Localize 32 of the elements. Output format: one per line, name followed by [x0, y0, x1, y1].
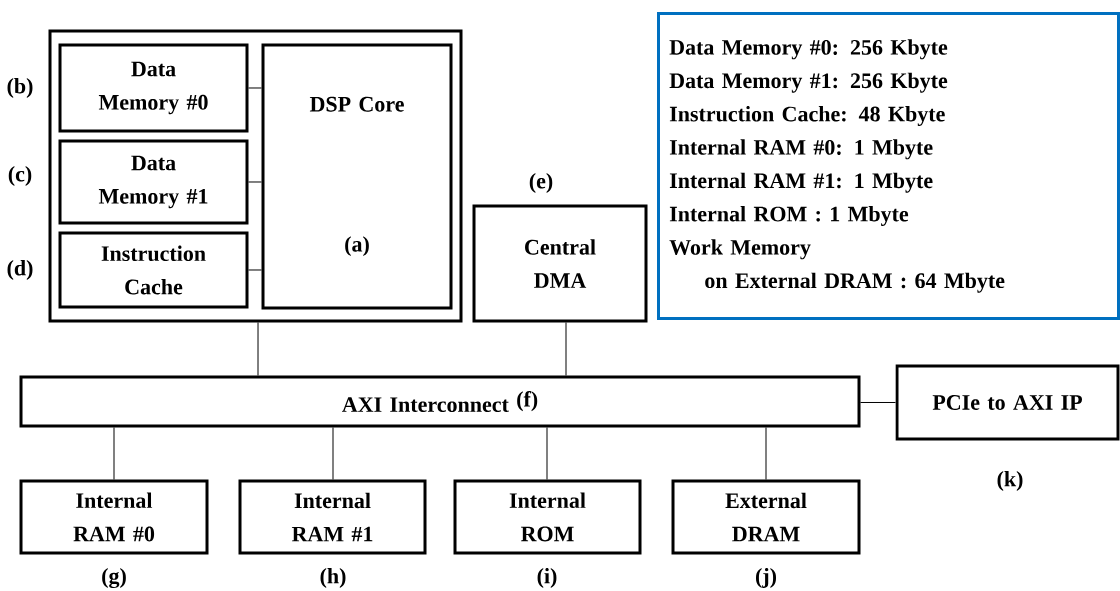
connector-line: [765, 427, 767, 480]
info-box: Data Memory #0: 256 Kbyte Data Memory #1: 256 Kbyte Instruction Cache: 48 Kbyte Internal RAM #0: 1 Mbyte Internal RAM #1: 1 Mbyte Internal ROM : 1 Mbyte Work Memory on External DRAM : 64 Mbyte: [657, 12, 1120, 320]
memory-box: Internal RAM #1: [238, 479, 427, 555]
connector-line: [565, 322, 567, 376]
connector-line: [113, 427, 115, 480]
cache-box: Instruction Cache: [58, 231, 249, 309]
connector-line: [332, 427, 334, 480]
interconnect-bar: AXI Interconnect (f): [19, 375, 861, 428]
connector-line: [860, 402, 896, 403]
callout-label: (g): [102, 567, 126, 589]
connector-line: [546, 427, 548, 480]
callout-label: (i): [537, 568, 557, 588]
callout-label: (d): [7, 260, 33, 280]
memory-box: External DRAM: [671, 479, 861, 555]
memory-box: Data Memory #1: [58, 139, 249, 225]
module-frame: [48, 29, 463, 323]
connector-line: [257, 322, 259, 376]
connector-line: [248, 87, 262, 89]
bridge-box: PCIe to AXI IP: [895, 364, 1120, 441]
callout-label: (c): [8, 166, 32, 186]
connector-line: [248, 181, 262, 183]
callout-label: (k): [997, 471, 1023, 491]
dma-box: Central DMA: [472, 204, 648, 323]
callout-label: (b): [7, 78, 33, 98]
memory-box: Data Memory #0: [58, 43, 249, 133]
callout-label: (j): [756, 568, 777, 588]
callout-label: (h): [320, 568, 346, 588]
core-box: DSP Core (a): [261, 43, 453, 310]
memory-box: Internal ROM: [453, 479, 642, 555]
callout-label: (e): [529, 173, 553, 193]
memory-box: Internal RAM #0: [19, 479, 209, 555]
connector-line: [248, 269, 262, 271]
